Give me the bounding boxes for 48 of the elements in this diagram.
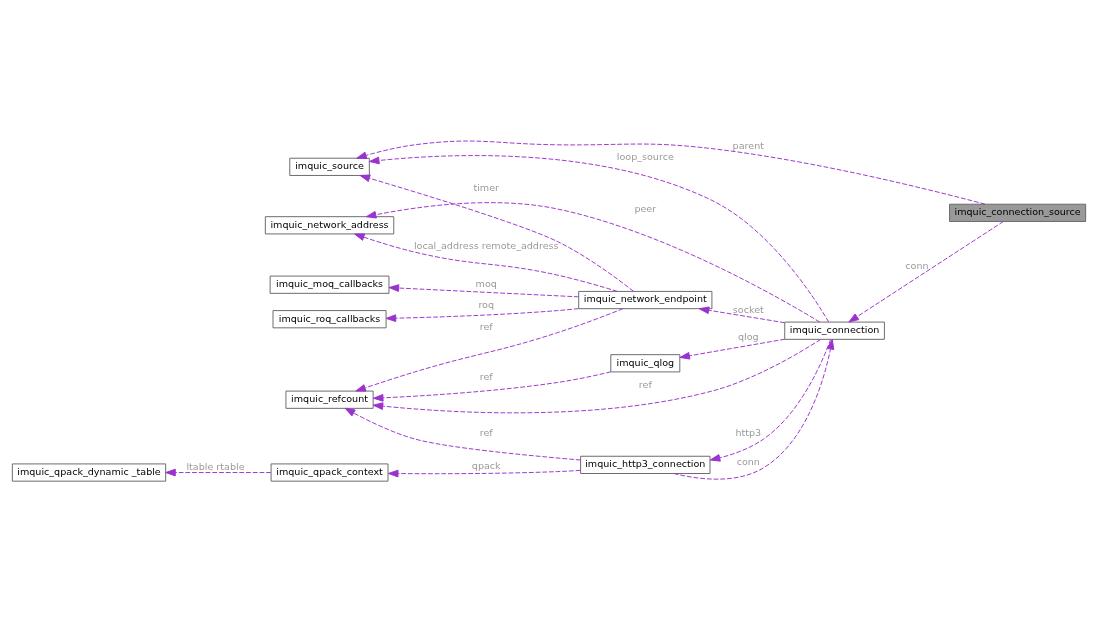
arrow bbox=[385, 307, 580, 322]
arrow bbox=[709, 338, 832, 462]
edge-label: qpack bbox=[471, 459, 501, 471]
edge-label: ref bbox=[479, 320, 493, 332]
edge-label: qlog bbox=[737, 330, 759, 342]
node-box: imquic_qpack_context bbox=[270, 462, 389, 482]
node-box: imquic_network_address bbox=[264, 215, 395, 234]
node-box: imquic_roq_callbacks bbox=[272, 309, 387, 328]
node-box: imquic_qpack_dynamic _table bbox=[11, 462, 167, 482]
edge-label: parent bbox=[732, 139, 765, 151]
arrow bbox=[355, 307, 624, 392]
edge-label: conn bbox=[905, 259, 929, 271]
node-box: imquic_source bbox=[289, 157, 370, 176]
arrow bbox=[388, 283, 580, 297]
arrow bbox=[344, 407, 581, 460]
edge-label: local_address remote_address bbox=[413, 239, 559, 251]
arrow bbox=[673, 338, 835, 480]
edge-label: roq bbox=[478, 298, 495, 310]
arrow bbox=[165, 468, 272, 476]
edge-label: ref bbox=[638, 378, 652, 390]
node-box: imquic_moq_callbacks bbox=[269, 275, 390, 294]
edge-label: timer bbox=[473, 181, 500, 193]
arrow bbox=[679, 338, 786, 360]
arrow bbox=[354, 232, 618, 292]
edge-label: ref bbox=[479, 426, 493, 438]
arrow bbox=[698, 305, 786, 323]
edge-label: ref bbox=[479, 370, 493, 382]
arrow bbox=[372, 338, 821, 413]
edge-label: peer bbox=[634, 202, 657, 214]
edge-label: moq bbox=[475, 277, 497, 289]
node-box: imquic_refcount bbox=[285, 390, 374, 409]
arrow bbox=[848, 220, 1004, 322]
edge-label: http3 bbox=[735, 426, 762, 438]
edge-label: conn bbox=[736, 455, 760, 467]
arrow bbox=[368, 154, 830, 322]
arrow bbox=[387, 469, 581, 477]
node-box: imquic_connection bbox=[784, 321, 885, 340]
node-box: imquic_connection_source bbox=[949, 203, 1087, 222]
node-box: imquic_http3_connection bbox=[580, 455, 711, 474]
edge-label: loop_source bbox=[616, 150, 674, 162]
arrow bbox=[365, 201, 821, 322]
edge-label: socket bbox=[732, 303, 764, 314]
arrow bbox=[372, 370, 612, 402]
arrow bbox=[356, 140, 986, 205]
edge-label: ltable rtable bbox=[186, 460, 245, 472]
node-box: imquic_qlog bbox=[610, 353, 681, 372]
node-box: imquic_network_endpoint bbox=[578, 290, 713, 309]
arrow bbox=[359, 174, 634, 292]
